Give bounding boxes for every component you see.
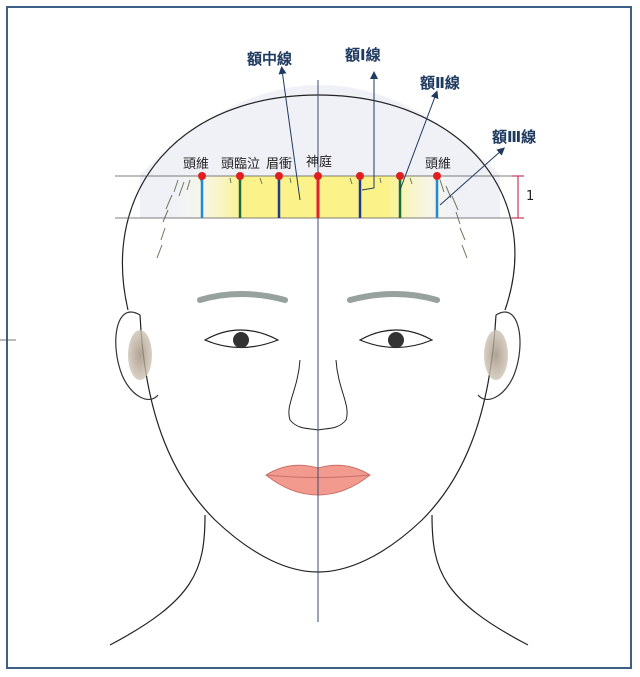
point-meichong: [275, 172, 283, 180]
label-touwei-left: 頭維: [183, 157, 209, 172]
scale-bar: [512, 175, 524, 219]
neck-right: [431, 514, 529, 646]
arrow-line-2: [399, 90, 439, 191]
arrow-line-1: [361, 71, 378, 191]
figure-frame: [6, 6, 632, 669]
label-shenting: 神庭: [306, 154, 332, 170]
point-touwei-left: [198, 172, 206, 180]
point-right-2: [396, 172, 404, 180]
arrow-line-center: [278, 66, 301, 201]
eyebrow-left: [197, 291, 288, 303]
ear-left: [115, 311, 159, 400]
label-line-center: 額中線: [246, 50, 292, 68]
point-right-1: [356, 172, 364, 180]
label-line-3: 額Ⅲ線: [491, 128, 536, 146]
label-line-2: 額Ⅱ線: [419, 74, 460, 92]
point-touwei-right: [433, 172, 441, 180]
eye-left: [203, 329, 280, 349]
point-shenting: [314, 172, 322, 180]
point-toulinqi: [236, 172, 244, 180]
neck-left: [109, 514, 206, 646]
label-touwei-right: 頭維: [425, 157, 451, 172]
arrow-line-3: [439, 147, 505, 206]
label-line-1: 額Ⅰ線: [344, 46, 381, 64]
ear-right: [477, 311, 521, 400]
hairline-band: [170, 176, 460, 218]
eyebrow-right: [347, 291, 440, 303]
label-scale: 1: [526, 189, 534, 204]
eye-right: [358, 329, 434, 349]
label-meichong: 眉衝: [266, 157, 292, 172]
acupoint-dots: [198, 172, 441, 180]
label-toulinqi: 頭臨泣: [221, 157, 260, 172]
